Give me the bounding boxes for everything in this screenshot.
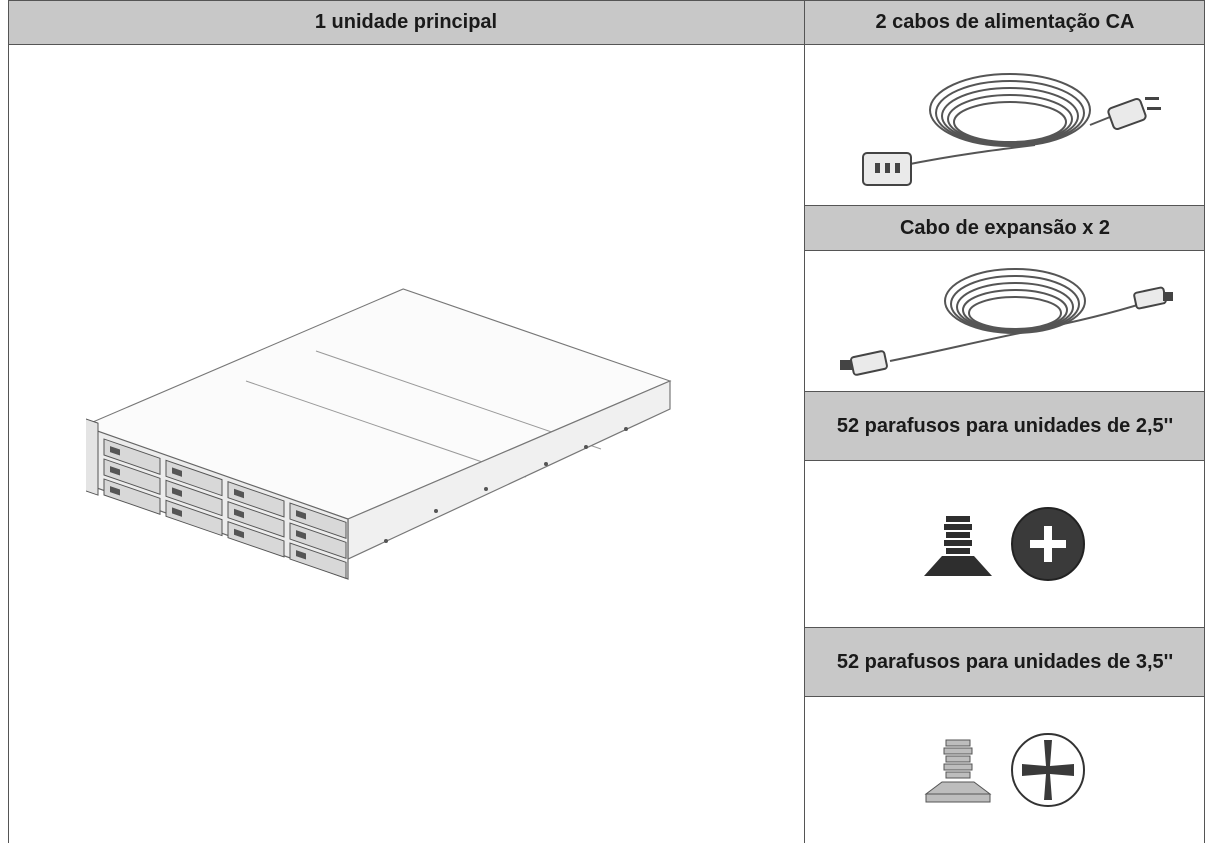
top-border xyxy=(8,0,1205,1)
column-divider xyxy=(804,0,805,843)
row-divider-1 xyxy=(805,205,1205,206)
package-contents-table: 1 unidade principal 2 cabos de alimentaç… xyxy=(8,0,1205,843)
screw-2-5-icon xyxy=(924,507,1085,581)
row-divider-2 xyxy=(805,250,1205,251)
row-divider-5 xyxy=(805,627,1205,628)
power-cable-image-cell xyxy=(805,45,1205,205)
power-cable-label: 2 cabos de alimentação CA xyxy=(875,11,1135,33)
row-divider-3 xyxy=(805,391,1205,392)
expansion-cable-header: Cabo de expansão x 2 xyxy=(805,206,1205,250)
screws-2-5-label: 52 parafusos para unidades de 2,5'' xyxy=(836,415,1174,437)
main-unit-image-cell xyxy=(8,45,804,843)
row-divider-6 xyxy=(805,696,1205,697)
screws-2-5-image-cell xyxy=(805,461,1205,627)
left-border xyxy=(8,0,9,843)
header-divider xyxy=(8,44,1205,45)
main-unit-header: 1 unidade principal xyxy=(8,0,804,44)
expansion-cable-icon xyxy=(840,268,1173,376)
row-divider-4 xyxy=(805,460,1205,461)
screws-3-5-label: 52 parafusos para unidades de 3,5'' xyxy=(836,651,1174,673)
screw-3-5-icon xyxy=(924,733,1085,807)
screws-2-5-header: 52 parafusos para unidades de 2,5'' xyxy=(805,392,1205,460)
power-cable-icon xyxy=(862,73,1161,186)
expansion-cable-image-cell xyxy=(805,251,1205,391)
expansion-cable-label: Cabo de expansão x 2 xyxy=(899,217,1111,239)
nas-server-icon xyxy=(86,288,672,580)
screws-3-5-header: 52 parafusos para unidades de 3,5'' xyxy=(805,628,1205,696)
main-unit-label: 1 unidade principal xyxy=(314,11,498,33)
screws-3-5-image-cell xyxy=(805,697,1205,843)
power-cable-header: 2 cabos de alimentação CA xyxy=(805,0,1205,44)
